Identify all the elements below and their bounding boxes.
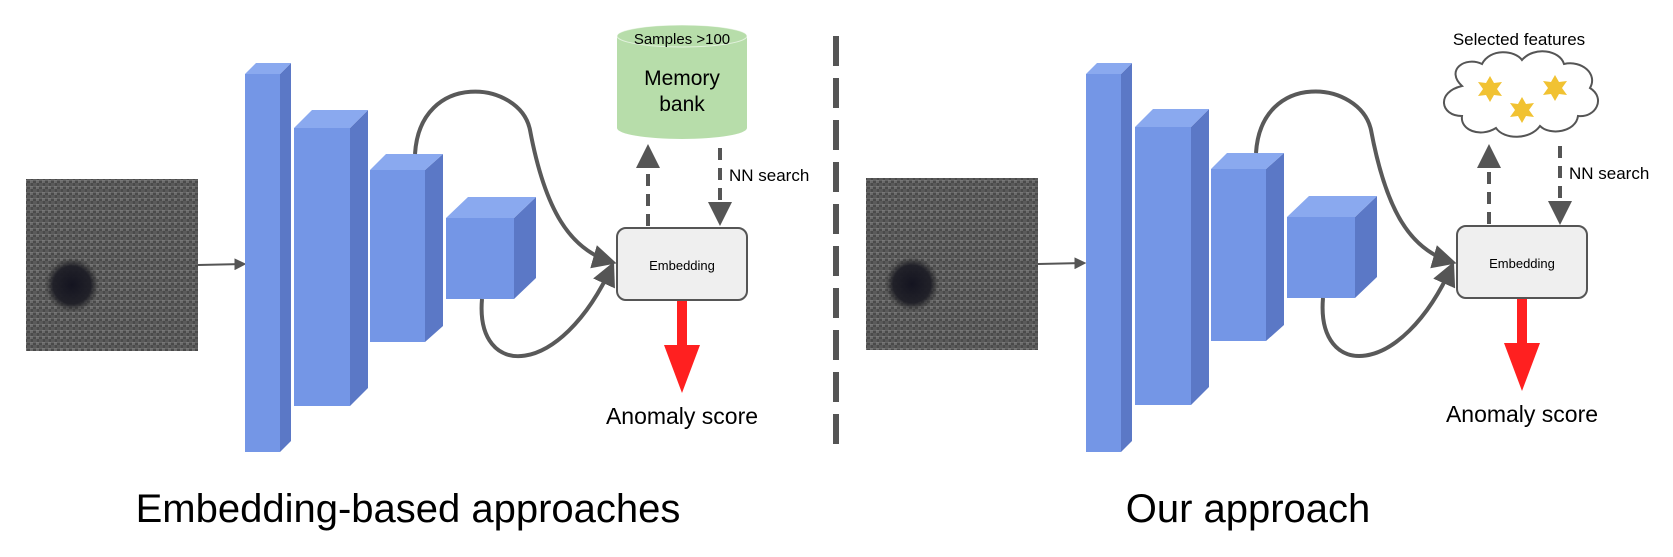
embedding-label-right: Embedding — [1489, 256, 1555, 271]
left-caption: Embedding-based approaches — [136, 487, 681, 531]
anomaly-score-label-right: Anomaly score — [1446, 401, 1598, 427]
feature-cloud — [1443, 50, 1599, 138]
skip-connection-upper — [413, 89, 617, 269]
selected-features-label: Selected features — [1453, 30, 1585, 49]
memory-bank: Samples >100 Memory bank — [616, 24, 748, 139]
anomaly-arrow-head-right — [1504, 343, 1540, 391]
star-icon — [1478, 76, 1502, 102]
input-arrow-right — [1037, 257, 1087, 270]
star-icon — [1543, 75, 1567, 101]
anomaly-arrow-shaft — [677, 301, 687, 347]
memory-bank-header: Samples >100 — [634, 31, 730, 48]
left-panel: Samples >100 Memory bank NN search Embed… — [26, 24, 809, 531]
skip-connection-lower — [479, 261, 615, 359]
memory-bank-line1: Memory — [644, 67, 720, 90]
right-caption: Our approach — [1126, 487, 1371, 531]
network-blocks-right — [1086, 63, 1377, 452]
right-panel: Selected features NN search Embedding An… — [866, 30, 1649, 531]
anomaly-arrow-head — [664, 345, 700, 393]
skip-connection-upper-right — [1254, 89, 1457, 269]
network-blocks — [245, 63, 536, 452]
input-image-right — [866, 178, 1038, 350]
embedding-label: Embedding — [649, 258, 715, 273]
star-icon — [1510, 97, 1534, 123]
input-image — [26, 179, 198, 351]
embedding-box-right — [1456, 225, 1588, 299]
nn-search-label: NN search — [729, 166, 809, 185]
memory-bank-line2: bank — [659, 93, 705, 116]
embedding-box — [616, 227, 748, 301]
nn-search-label-right: NN search — [1569, 164, 1649, 183]
input-arrow — [197, 258, 247, 271]
anomaly-score-label: Anomaly score — [606, 403, 758, 429]
anomaly-arrow-shaft-right — [1517, 299, 1527, 345]
skip-connection-lower-right — [1320, 261, 1456, 358]
